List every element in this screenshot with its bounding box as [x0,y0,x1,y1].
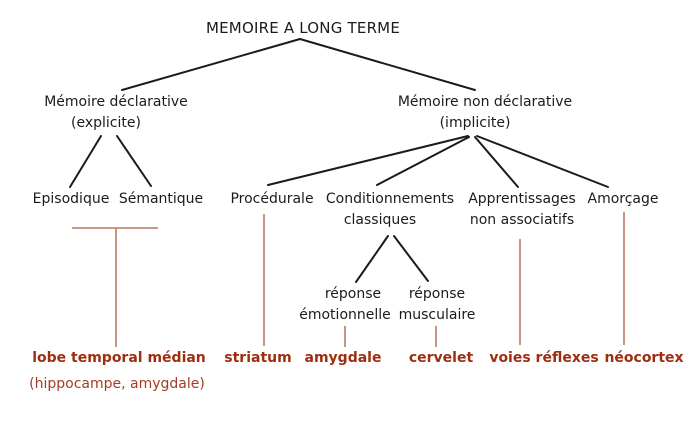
node-root-label: MEMOIRE A LONG TERME [205,19,401,37]
edge-root-nondeclarative [299,38,476,91]
region-amygdale: amygdale [304,350,382,366]
edge-nondeclarative-apprentissages [474,136,519,188]
region-neocortex: néocortex [604,350,684,366]
edge-conditionnements-musculaire [393,235,429,282]
node-reponse-musculaire: réponse musculaire [398,286,476,323]
edge-declarative-semantique [116,135,152,187]
region-lobe-temporal-median: lobe temporal médian [32,350,206,366]
node-semantique: Sémantique [118,191,204,207]
edge-root-declarative [121,38,301,91]
node-apprentissages-non-associatifs: Apprentissages non associatifs [468,191,576,228]
node-root: MEMOIRE A LONG TERME [206,18,400,39]
node-conditionnements-classiques: Conditionnements classiques [325,191,455,228]
node-amorcage: Amorçage [587,191,659,207]
node-episodique: Episodique [32,191,110,207]
region-voies-reflexes: voies réflexes [489,350,599,366]
node-memoire-declarative: Mémoire déclarative (explicite) [44,94,188,131]
region-lobe-temporal-median-sub: (hippocampe, amygdale) [29,376,205,392]
node-reponse-emotionnelle: réponse émotionnelle [299,286,391,323]
edge-nondeclarative-procedurale [267,135,469,186]
node-procedurale: Procédurale [230,191,314,207]
edge-nondeclarative-conditionnements [376,136,470,186]
edge-conditionnements-emotionnelle [355,235,389,283]
edge-nondeclarative-amorcage [476,135,609,188]
region-cervelet: cervelet [408,350,474,366]
region-striatum: striatum [224,350,292,366]
node-memoire-non-declarative: Mémoire non déclarative (implicite) [397,94,573,131]
edge-declarative-episodique [69,135,102,188]
